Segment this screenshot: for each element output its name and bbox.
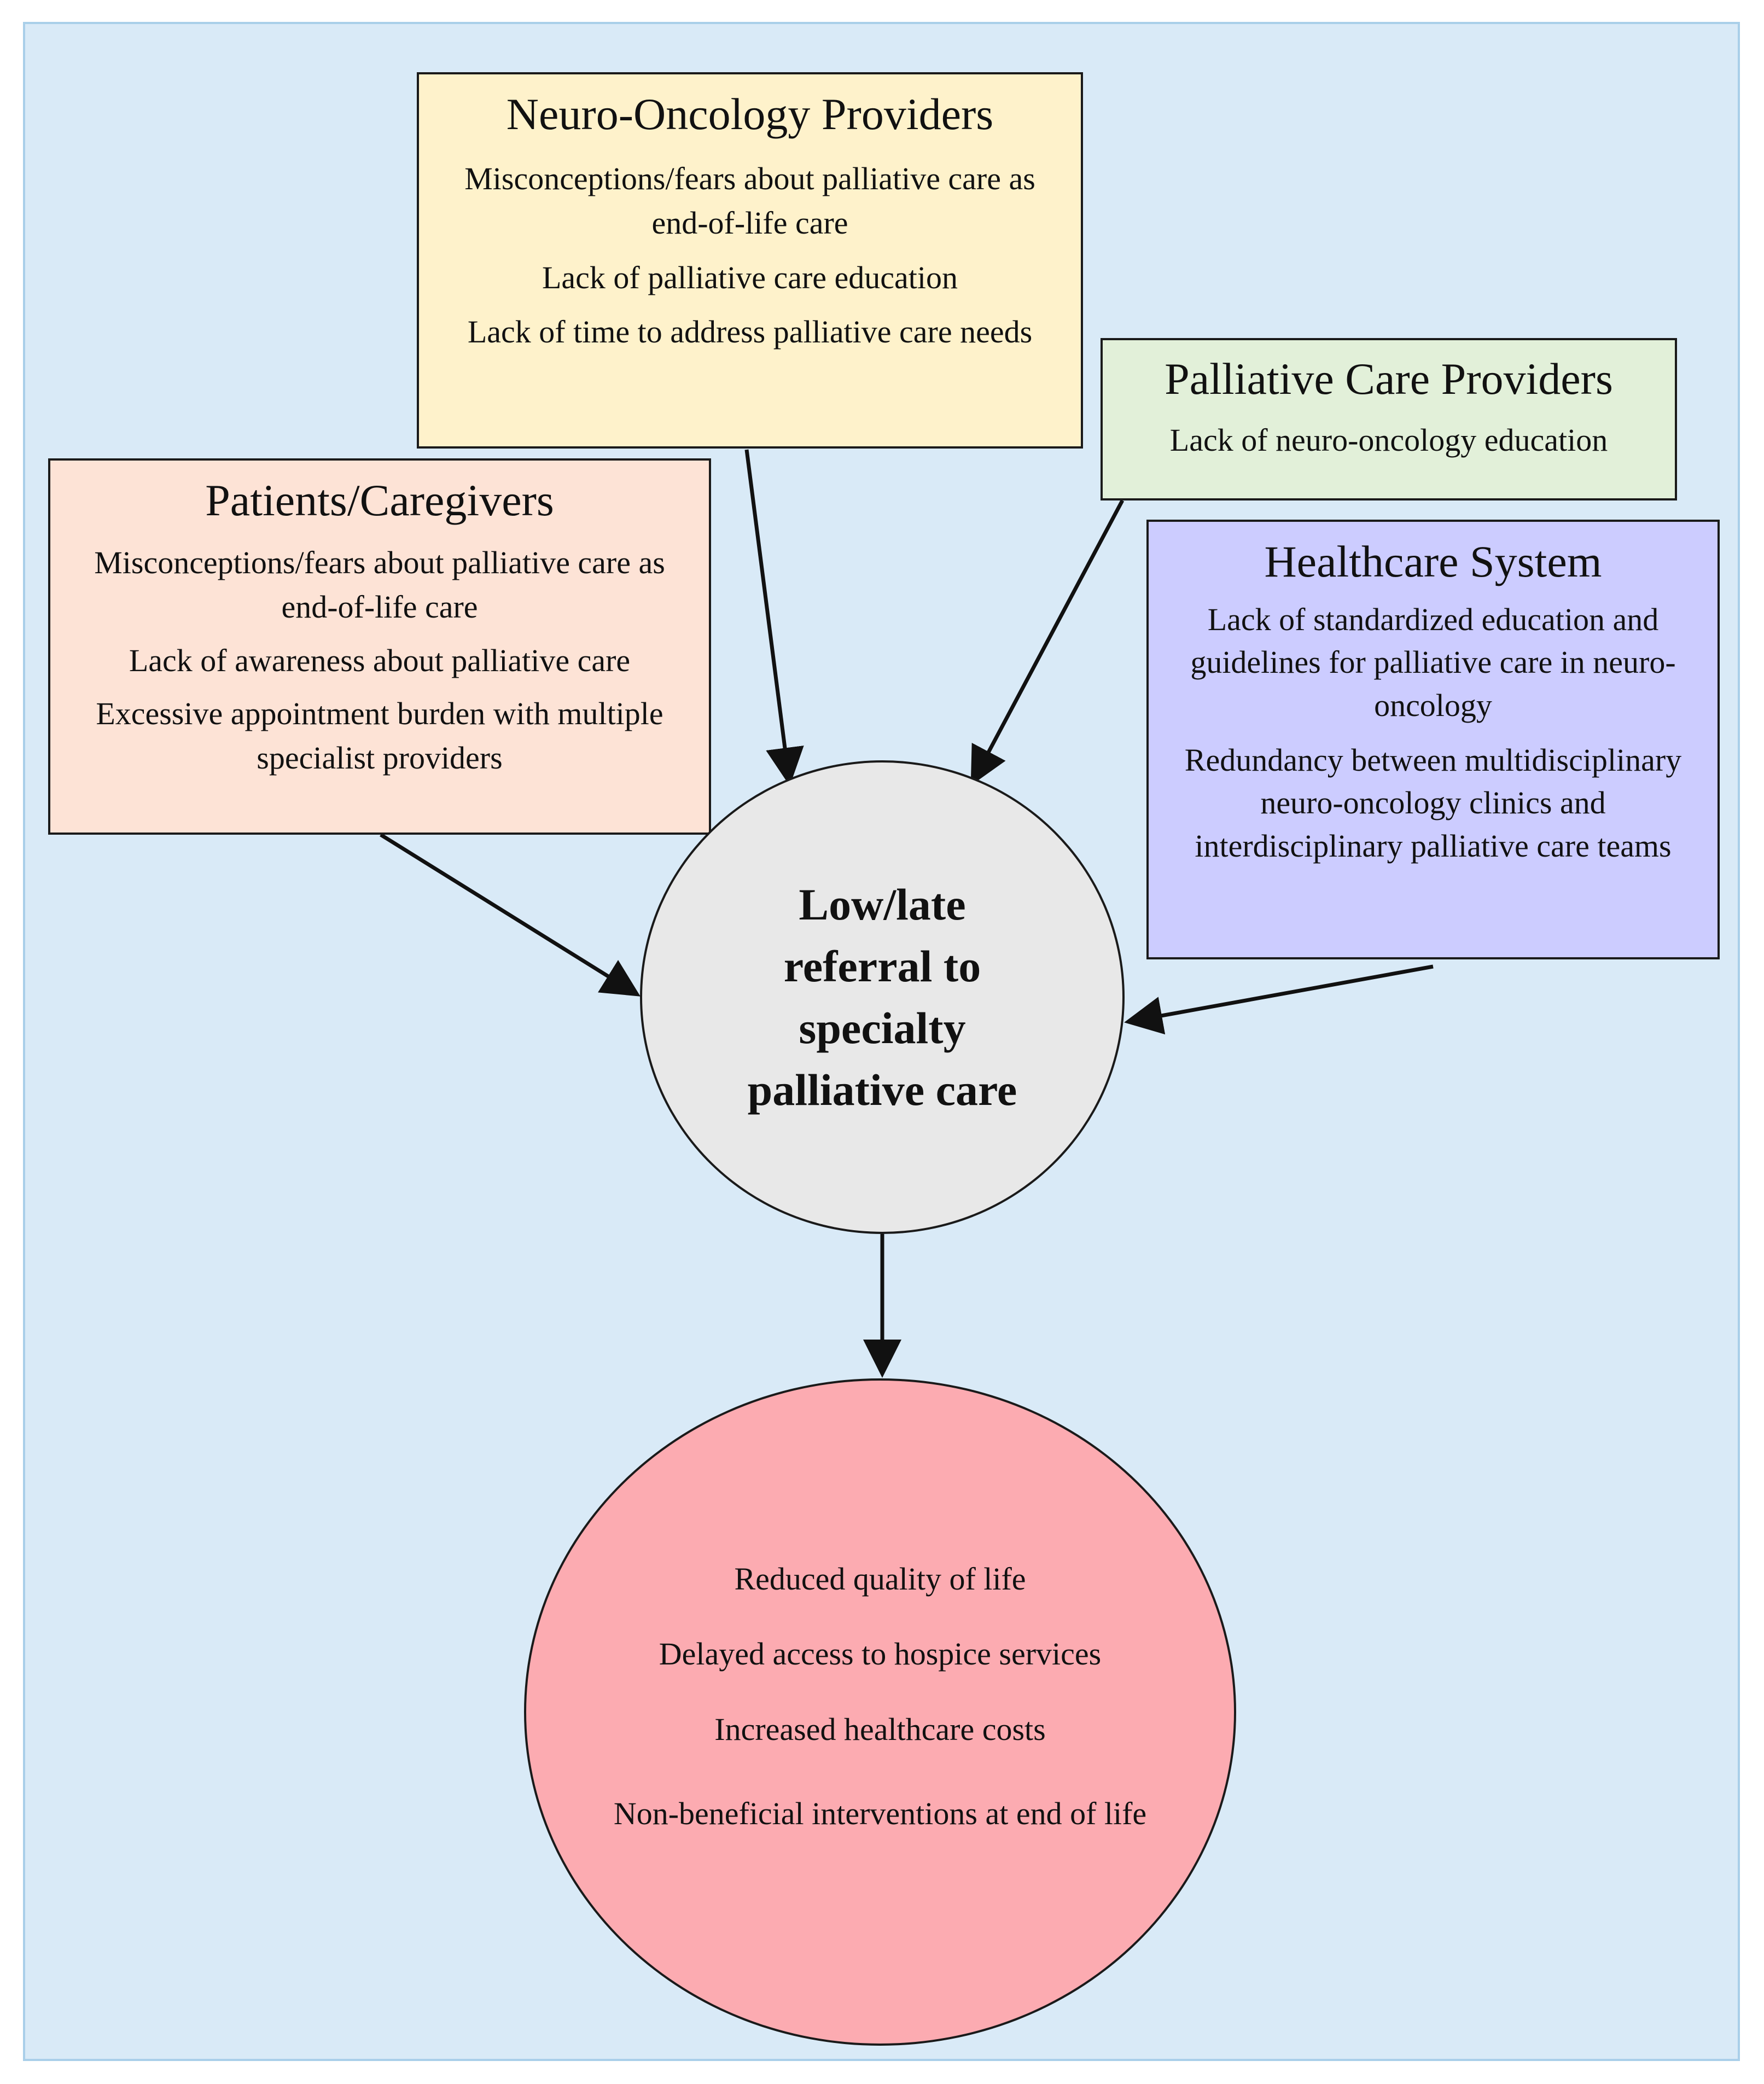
neuro-oncology-item: Lack of palliative care education	[542, 259, 958, 295]
patients-caregivers-item: Misconceptions/fears about palliative ca…	[94, 545, 665, 625]
central-outcome-label: Low/late referral to specialty palliativ…	[747, 879, 1017, 1115]
consequences-circle: Reduced quality of life Delayed access t…	[524, 1378, 1236, 2046]
palliative-care-item: Lack of neuro-oncology education	[1169, 422, 1608, 458]
healthcare-system-item: Lack of standardized education and guide…	[1190, 602, 1676, 723]
healthcare-system-box: Healthcare System Lack of standardized e…	[1146, 520, 1720, 959]
consequence-item: Reduced quality of life	[734, 1561, 1026, 1597]
neuro-oncology-providers-title: Neuro-Oncology Providers	[506, 89, 994, 139]
arrow-system-to-center	[1124, 964, 1434, 1035]
arrow-patients-to-center	[380, 833, 641, 997]
patients-caregivers-title: Patients/Caregivers	[205, 475, 554, 525]
central-outcome-circle: Low/late referral to specialty palliativ…	[640, 760, 1125, 1234]
neuro-oncology-item: Lack of time to address palliative care …	[467, 313, 1033, 350]
consequence-item: Increased healthcare costs	[714, 1711, 1046, 1747]
healthcare-system-item: Redundancy between multidisciplinary neu…	[1184, 742, 1682, 864]
palliative-care-providers-box: Palliative Care Providers Lack of neuro-…	[1101, 338, 1677, 500]
neuro-oncology-item: Misconceptions/fears about palliative ca…	[464, 161, 1035, 241]
neuro-oncology-providers-box: Neuro-Oncology Providers Misconceptions/…	[417, 72, 1083, 449]
patients-caregivers-item: Lack of awareness about palliative care	[129, 642, 631, 678]
patients-caregivers-item: Excessive appointment burden with multip…	[96, 695, 663, 776]
patients-caregivers-box: Patients/Caregivers Misconceptions/fears…	[48, 458, 711, 835]
palliative-care-providers-title: Palliative Care Providers	[1165, 354, 1613, 404]
consequence-item: Non-beneficial interventions at end of l…	[613, 1795, 1147, 1831]
consequence-item: Delayed access to hospice services	[659, 1636, 1102, 1672]
healthcare-system-title: Healthcare System	[1264, 537, 1602, 586]
arrow-neuro-to-center	[744, 449, 804, 786]
arrow-palliative-to-center	[970, 499, 1125, 786]
